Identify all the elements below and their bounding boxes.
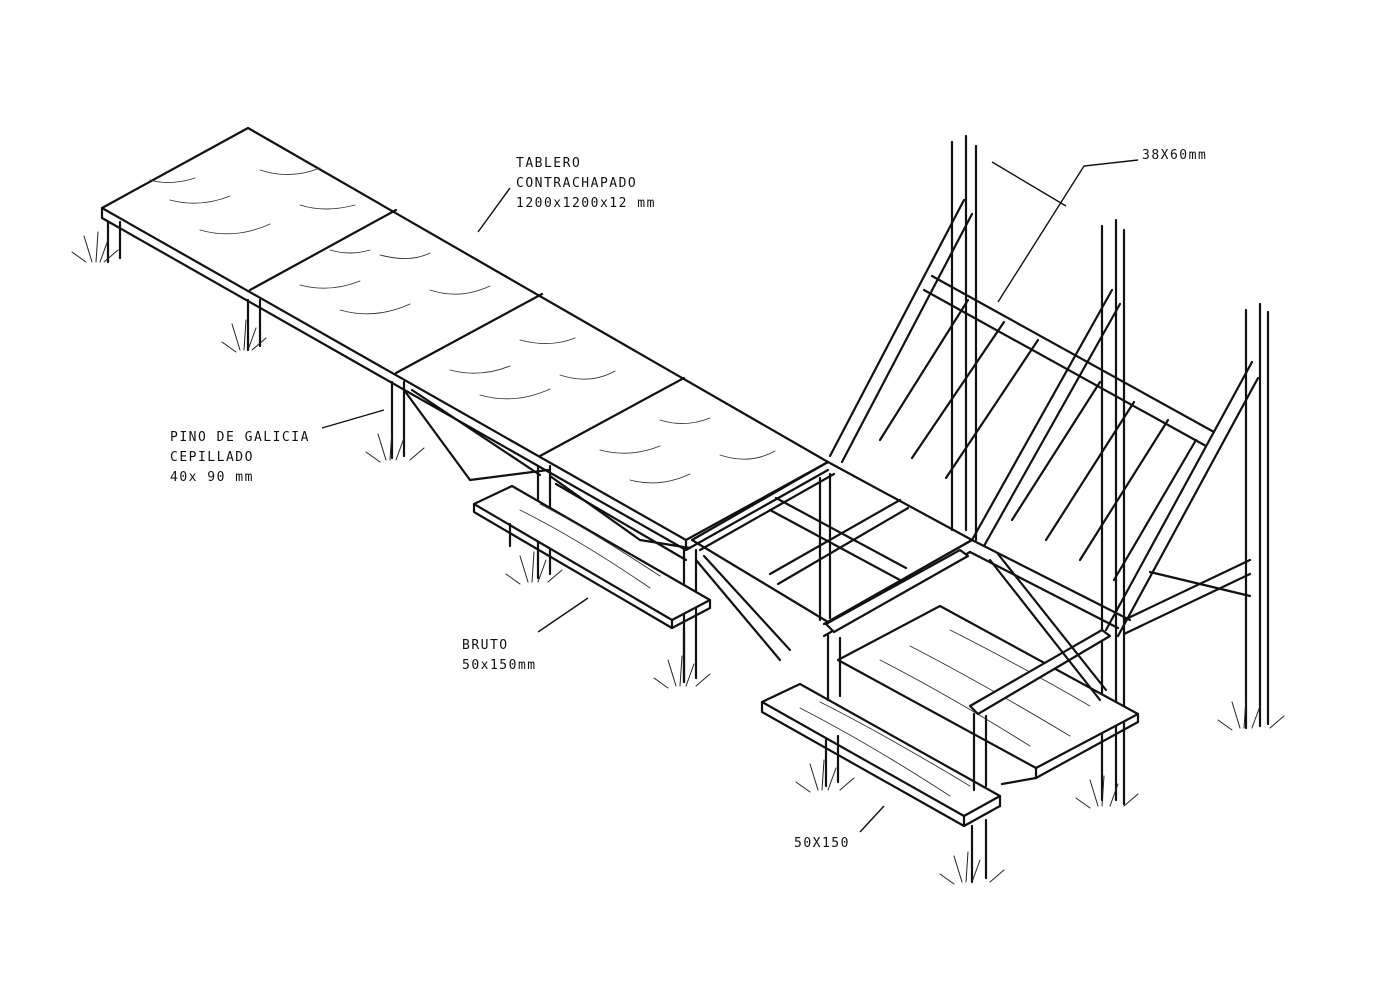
label-tablero: TABLERO CONTRACHAPADO 1200x1200x12 mm — [516, 154, 656, 214]
grass-tufts — [71, 231, 1285, 885]
label-tablero-line2: CONTRACHAPADO — [516, 176, 638, 191]
leader-tablero — [477, 187, 511, 233]
deck-end-edge — [684, 468, 830, 552]
label-listones: 38X60mm — [1142, 146, 1207, 166]
label-pino-line1: PINO DE GALICIA — [170, 430, 310, 445]
label-listones-text: 38X60mm — [1142, 148, 1208, 163]
plywood-deck — [100, 126, 830, 684]
leader-bruto — [537, 597, 589, 633]
panel-joint-3 — [538, 376, 686, 458]
leader-listones — [997, 159, 1139, 303]
panel-joint-2 — [394, 292, 544, 375]
label-tablero-line1: TABLERO — [516, 156, 582, 171]
lookout-frame — [690, 134, 1270, 806]
label-pino-line3: 40x 90 mm — [170, 470, 254, 485]
label-bench-size-text: 50X150 — [794, 836, 850, 851]
leader-pino — [321, 409, 385, 429]
label-bruto-line1: BRUTO — [462, 638, 509, 653]
deck-front-edge — [100, 206, 688, 552]
label-pino-line2: CEPILLADO — [170, 450, 254, 465]
panel-joint-1 — [248, 208, 398, 292]
label-tablero-line3: 1200x1200x12 mm — [516, 196, 656, 211]
bench-left — [472, 484, 712, 684]
bench-right — [760, 682, 1002, 884]
leader-lines — [321, 159, 1139, 833]
leader-bench-size — [859, 805, 885, 833]
label-bench-size: 50X150 — [794, 834, 850, 854]
label-bruto-line2: 50x150mm — [462, 658, 537, 673]
label-bruto: BRUTO 50x150mm — [462, 636, 537, 676]
label-pino: PINO DE GALICIA CEPILLADO 40x 90 mm — [170, 428, 310, 488]
